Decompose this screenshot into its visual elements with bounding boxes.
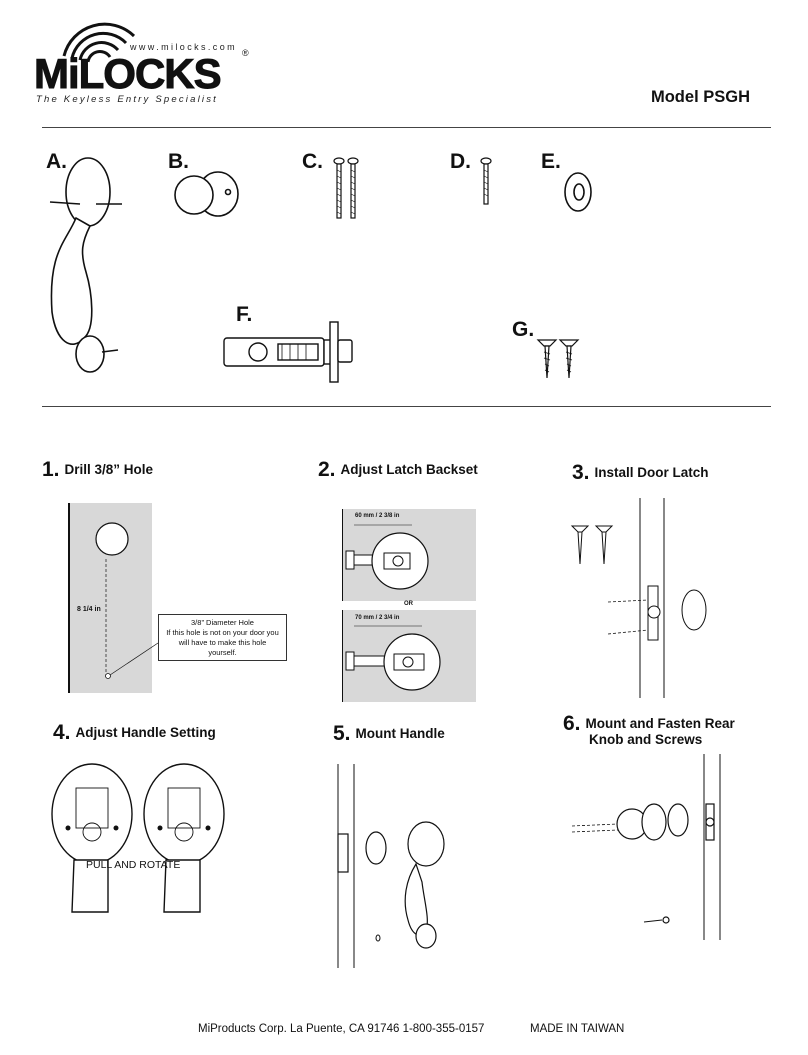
step-number: 4. (53, 721, 71, 744)
pull-rotate-caption: PULL AND ROTATE (86, 859, 181, 871)
step-6-title: 6. Mount and Fasten Rear Knob and Screws (563, 713, 735, 748)
step-6-diagram (571, 754, 721, 940)
part-f-label: F. (236, 303, 253, 326)
brand-logo: www.milocks.com ® MiLOCKS The Keyless En… (34, 16, 254, 108)
backset-diagram-a (345, 524, 429, 590)
part-c-label: C. (302, 150, 323, 173)
door-latch-drawing (223, 321, 353, 383)
callout-body: If this hole is not on your door you wil… (166, 628, 279, 657)
signal-arcs-icon (62, 22, 136, 63)
step-number: 6. (563, 712, 581, 735)
backset-diagram-b (345, 625, 441, 691)
step-4-text: Adjust Handle Setting (75, 725, 216, 740)
brand-wordmark: MiLOCKS (34, 50, 223, 98)
step-6-text-line2: Knob and Screws (589, 732, 703, 747)
part-a-label: A. (46, 150, 67, 173)
step-2-text: Adjust Latch Backset (340, 462, 478, 477)
backset-or: OR (404, 601, 413, 607)
step-number: 5. (333, 722, 351, 745)
registered-mark: ® (242, 48, 249, 58)
long-screws-drawing (333, 157, 359, 219)
knob-drawing (174, 171, 239, 217)
top-divider (42, 127, 771, 128)
spacer-ring-drawing (564, 172, 592, 212)
step-5-diagram (337, 764, 445, 968)
step-2-title: 2. Adjust Latch Backset (318, 459, 478, 480)
brand-tagline: The Keyless Entry Specialist (36, 94, 218, 105)
website-text: www.milocks.com (130, 42, 238, 52)
step-4-diagram (51, 763, 225, 913)
part-g-label: G. (512, 318, 535, 341)
part-b-label: B. (168, 150, 189, 173)
step-1-title: 1. Drill 3/8” Hole (42, 459, 154, 480)
step-5-text: Mount Handle (355, 726, 445, 741)
step-6-text-line1: Mount and Fasten Rear (585, 716, 735, 731)
backset-label-a: 60 mm / 2 3/8 in (355, 513, 400, 519)
step-4-title: 4. Adjust Handle Setting (53, 722, 216, 743)
footer-origin: MADE IN TAIWAN (530, 1023, 625, 1035)
step-number: 3. (572, 461, 590, 484)
callout-title: 3/8” Diameter Hole (191, 618, 254, 627)
step-1-text: Drill 3/8” Hole (64, 462, 154, 477)
step-number: 2. (318, 458, 336, 481)
wood-screws-drawing (536, 339, 580, 379)
backset-label-b: 70 mm / 2 3/4 in (355, 615, 400, 621)
part-d-label: D. (450, 150, 471, 173)
middle-divider (42, 406, 771, 407)
step-1-diagram (95, 522, 159, 679)
step-3-title: 3. Install Door Latch (572, 462, 709, 483)
footer-company: MiProducts Corp. La Puente, CA 91746 1-8… (198, 1023, 485, 1035)
short-screw-drawing (480, 157, 492, 205)
model-number: Model PSGH (650, 88, 750, 106)
drill-height-label: 8 1/4 in (77, 606, 101, 613)
drill-hole-callout: 3/8” Diameter Hole If this hole is not o… (158, 614, 287, 661)
step-number: 1. (42, 458, 60, 481)
step-3-diagram (570, 498, 707, 698)
step-3-text: Install Door Latch (594, 465, 709, 480)
handleset-drawing (49, 157, 122, 373)
step-5-title: 5. Mount Handle (333, 723, 445, 744)
part-e-label: E. (541, 150, 561, 173)
